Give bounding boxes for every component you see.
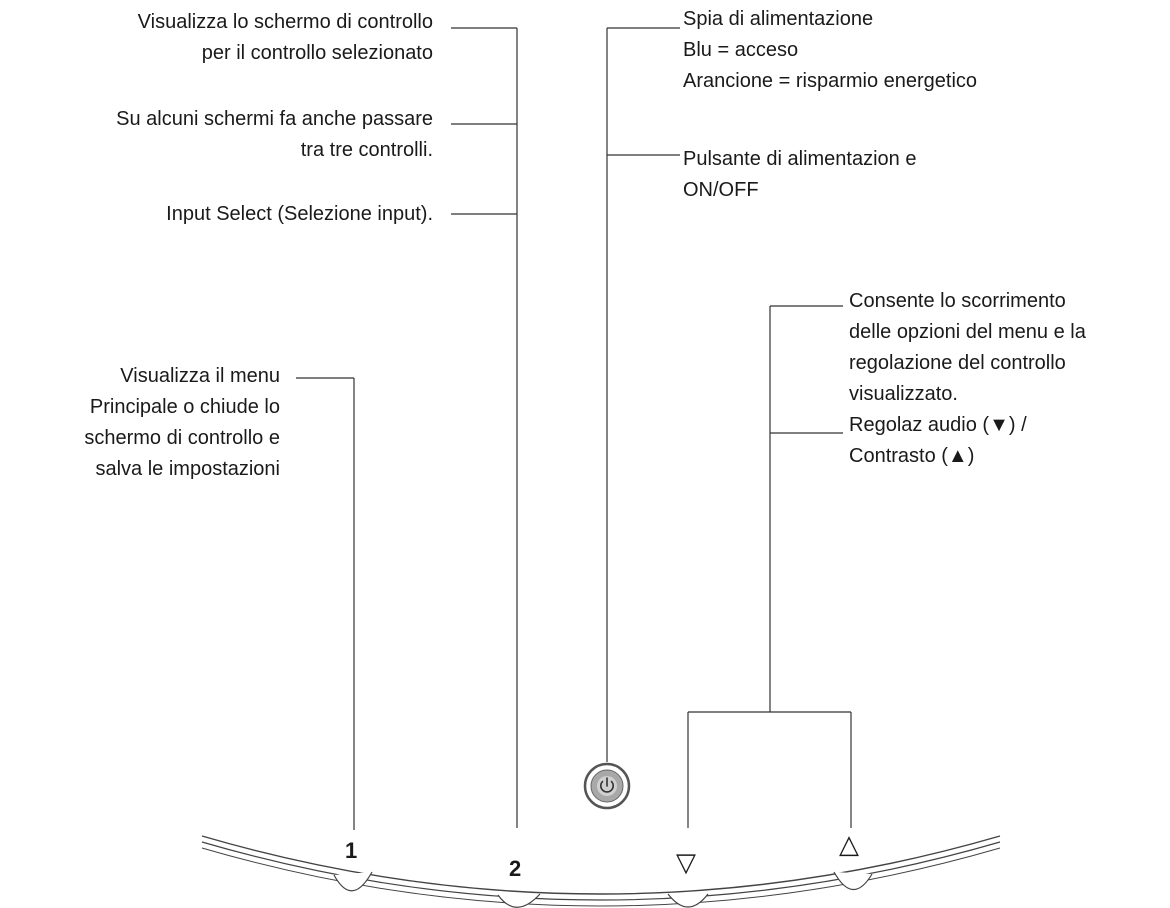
callout-line: regolazione del controllo bbox=[849, 352, 1066, 374]
callout-line: Visualizza lo schermo di controllo bbox=[137, 11, 433, 33]
button-bumps bbox=[333, 871, 873, 908]
callout-line: tra tre controlli. bbox=[300, 139, 433, 161]
callout-line: Su alcuni schermi fa anche passare bbox=[116, 108, 433, 130]
callout-line: Pulsante di alimentazion e bbox=[683, 148, 917, 170]
callout-line: Spia di alimentazione bbox=[683, 8, 874, 30]
callout-input-select: Input Select (Selezione input). bbox=[166, 199, 433, 230]
button-2-bump bbox=[497, 893, 541, 908]
callout-line: delle opzioni del menu e la bbox=[849, 321, 1086, 343]
callout-main-menu: Visualizza il menu Principale o chiude l… bbox=[84, 361, 280, 485]
callout-toggle-controls: Su alcuni schermi fa anche passare tra t… bbox=[116, 104, 433, 166]
callout-line: Consente lo scorrimento bbox=[849, 290, 1066, 312]
callout-line: Regolaz audio (▼) / bbox=[849, 414, 1027, 436]
power-icon bbox=[600, 777, 614, 793]
button-1-bump bbox=[333, 871, 373, 892]
button-up-label[interactable]: △ bbox=[839, 830, 859, 860]
callout-scroll-adjust: Consente lo scorrimento delle opzioni de… bbox=[849, 286, 1086, 410]
button-1-label[interactable]: 1 bbox=[345, 838, 358, 863]
callout-audio-contrast: Regolaz audio (▼) / Contrasto (▲) bbox=[849, 410, 1027, 472]
callout-line: Principale o chiude lo bbox=[89, 396, 280, 418]
button-down-label[interactable]: ▽ bbox=[676, 848, 696, 878]
callout-display-control: Visualizza lo schermo di controllo per i… bbox=[138, 7, 433, 69]
callout-line: visualizzato. bbox=[849, 383, 958, 405]
bezel-edge bbox=[201, 835, 1001, 907]
callout-line: ON/OFF bbox=[683, 179, 759, 201]
button-up-bump bbox=[833, 871, 873, 891]
power-button[interactable] bbox=[583, 762, 631, 810]
callout-line: Contrasto (▲) bbox=[849, 445, 975, 467]
callout-line: Blu = acceso bbox=[683, 39, 799, 61]
button-down-bump bbox=[667, 893, 709, 908]
callout-line: Input Select (Selezione input). bbox=[166, 203, 433, 225]
callout-line: Visualizza il menu bbox=[120, 365, 280, 387]
callout-power-light: Spia di alimentazione Blu = acceso Aranc… bbox=[683, 4, 977, 97]
callout-line: salva le impostazioni bbox=[95, 458, 280, 480]
callout-power-button: Pulsante di alimentazion e ON/OFF bbox=[683, 144, 916, 206]
callout-line: Arancione = risparmio energetico bbox=[683, 70, 978, 92]
button-2-label[interactable]: 2 bbox=[509, 856, 522, 881]
callout-line: per il controllo selezionato bbox=[201, 42, 433, 64]
callout-line: schermo di controllo e bbox=[84, 427, 280, 449]
